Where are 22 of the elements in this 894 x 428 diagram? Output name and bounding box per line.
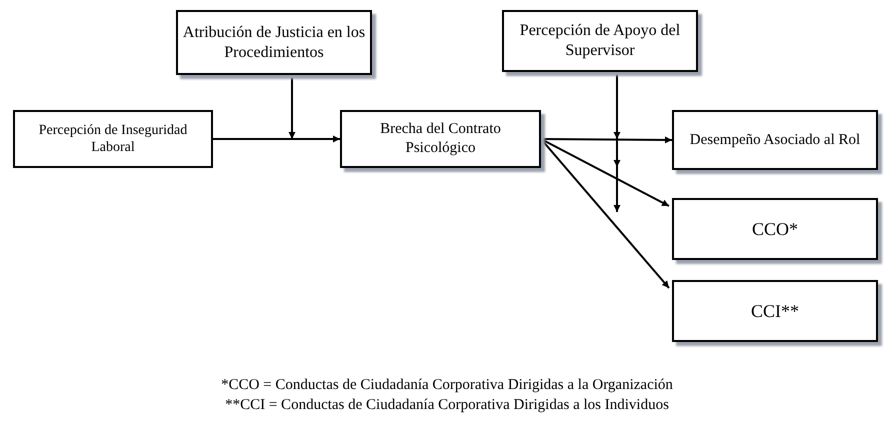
box-label: CCI**	[750, 300, 799, 322]
box-label: Percepción de Inseguridad Laboral	[38, 122, 188, 156]
arrow	[540, 138, 670, 207]
box-label: Atribución de Justicia en los Procedimientos	[182, 22, 366, 62]
footnote: *CCO = Conductas de Ciudadanía Corporativa Dirigidas a la Organización	[221, 376, 673, 395]
process-box	[502, 10, 698, 72]
box-label: Desempeño Asociado al Rol	[690, 130, 860, 150]
arrow	[541, 136, 672, 144]
footnote: **CCI = Conductas de Ciudadanía Corporativa Dirigidas a los Individuos	[225, 396, 669, 415]
box-label: CCO*	[752, 218, 798, 240]
box-label: Brecha del Contrato Psicológico	[379, 120, 502, 158]
arrow	[213, 136, 340, 142]
arrow	[614, 72, 620, 212]
arrow	[288, 75, 296, 139]
process-box	[176, 10, 372, 75]
process-box	[672, 110, 878, 170]
arrow	[540, 138, 670, 289]
process-box	[13, 110, 213, 168]
process-box	[672, 280, 878, 342]
process-box	[672, 198, 878, 260]
process-box	[340, 110, 541, 168]
box-label: Percepción de Apoyo del Supervisor	[518, 21, 682, 61]
